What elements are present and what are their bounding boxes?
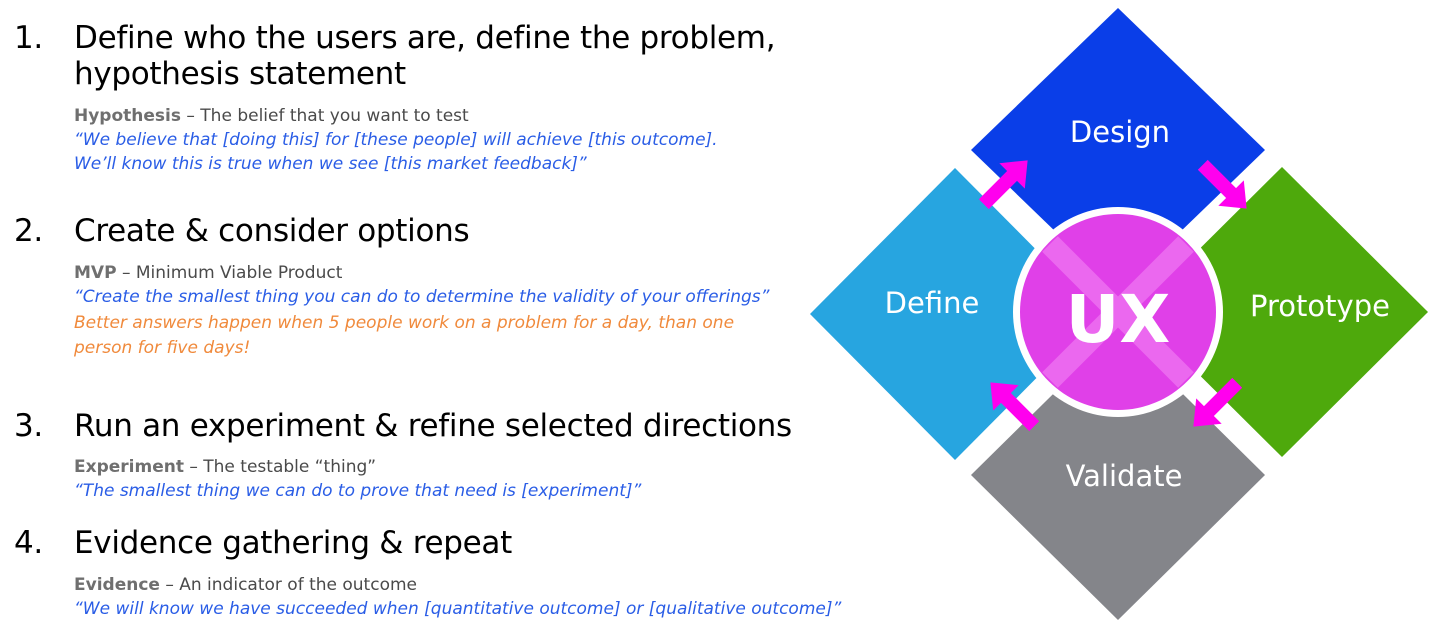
step-2-note-line-2: person for five days! — [74, 338, 251, 358]
step-4-term: Evidence — [74, 575, 160, 595]
step-1-number: 1. — [14, 20, 43, 56]
design-phase-shape — [971, 8, 1265, 292]
validate-phase-shape — [971, 330, 1265, 620]
center-ux-label: UX — [1066, 281, 1170, 358]
arrow-define-to-design — [978, 160, 1028, 210]
step-2-heading: Create & consider options — [74, 213, 470, 249]
step-2-quote-line-1: “Create the smallest thing you can do to… — [74, 287, 770, 307]
step-2-number: 2. — [14, 213, 43, 249]
step-3-definition-line: Experiment – The testable “thing” — [74, 455, 376, 479]
design-label: Design — [1070, 115, 1170, 149]
step-1-heading: Define who the users are, define the pro… — [74, 20, 776, 92]
step-4-definition-line: Evidence – An indicator of the outcome — [74, 573, 417, 597]
define-label: Define — [885, 286, 980, 320]
step-4-definition: – An indicator of the outcome — [159, 575, 417, 595]
step-1-quote-line-1: “We believe that [doing this] for [these… — [74, 130, 718, 150]
step-3-term: Experiment — [74, 457, 184, 477]
step-2-definition: – Minimum Viable Product — [116, 263, 343, 283]
step-2-definition-line: MVP – Minimum Viable Product — [74, 261, 342, 285]
step-4-heading: Evidence gathering & repeat — [74, 525, 512, 561]
step-2-note-line-1: Better answers happen when 5 people work… — [74, 313, 735, 333]
step-3-quote-line-1: “The smallest thing we can do to prove t… — [74, 481, 642, 501]
step-3-number: 3. — [14, 408, 43, 444]
step-4-quote-line-1: “We will know we have succeeded when [qu… — [74, 599, 842, 619]
validate-label: Validate — [1066, 459, 1183, 493]
center-cross-decoration — [1042, 236, 1194, 388]
prototype-phase-shape — [1136, 167, 1428, 457]
step-1-definition: – The belief that you want to test — [180, 106, 469, 126]
step-2-term: MVP — [74, 263, 117, 283]
step-1-term: Hypothesis — [74, 106, 181, 126]
step-3-definition: – The testable “thing” — [183, 457, 377, 477]
define-phase-shape — [810, 168, 1100, 460]
prototype-label: Prototype — [1250, 289, 1390, 323]
step-4-number: 4. — [14, 525, 43, 561]
arrow-validate-to-define — [990, 382, 1040, 432]
ux-cycle-diagram: Design Prototype Validate Define UX — [810, 8, 1428, 620]
step-1-quote-line-2: We’ll know this is true when we see [thi… — [74, 154, 587, 174]
arrow-prototype-to-validate — [1193, 377, 1243, 427]
step-3-heading: Run an experiment & refine selected dire… — [74, 408, 792, 444]
step-1-definition-line: Hypothesis – The belief that you want to… — [74, 104, 469, 128]
arrow-design-to-prototype — [1197, 159, 1247, 209]
